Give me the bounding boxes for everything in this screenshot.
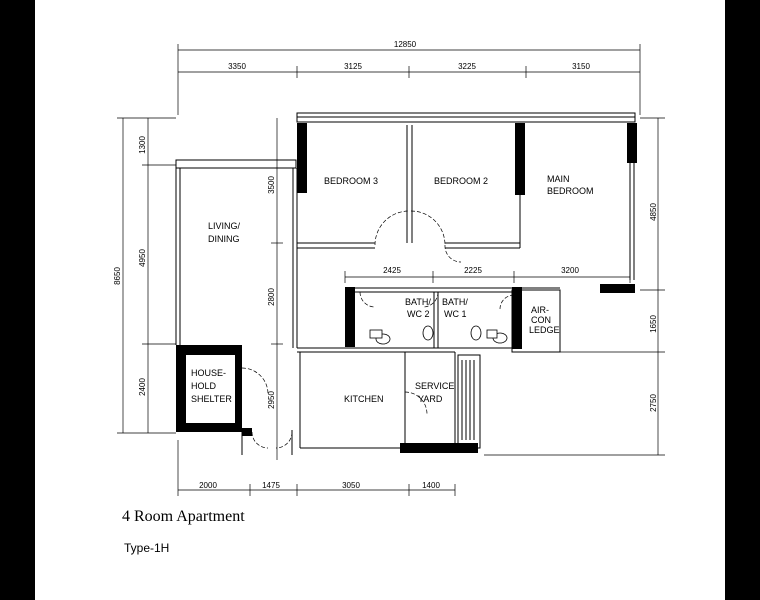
label-bath1-line1: BATH/ (442, 297, 468, 307)
dim-top-2: 3125 (344, 62, 362, 71)
dim-overall-width: 12850 (394, 40, 417, 49)
label-aircon-line1: AIR- (531, 305, 549, 315)
label-service-line2: YARD (418, 394, 443, 404)
dim-top-1: 3350 (228, 62, 246, 71)
plan-title: 4 Room Apartment (122, 508, 245, 525)
dim-left-1: 1300 (138, 136, 147, 154)
label-service-line1: SERVICE (415, 381, 454, 391)
dim-bottom-2: 1475 (262, 481, 280, 490)
dimension-labels: 12850 3350 3125 3225 3150 2425 2225 3200… (113, 40, 658, 490)
label-living-line2: DINING (208, 234, 240, 244)
plan-subtitle: Type-1H (124, 541, 170, 555)
dim-mid-3: 3200 (561, 266, 579, 275)
label-living-line1: LIVING/ (208, 221, 241, 231)
dim-bottom-4: 1400 (422, 481, 440, 490)
thin-walls (175, 112, 636, 455)
dim-right-1: 4850 (649, 203, 658, 221)
label-bath1-line2: WC 1 (444, 309, 467, 319)
label-main-bedroom-line2: BEDROOM (547, 186, 594, 196)
label-shelter-line2: HOLD (191, 381, 217, 391)
dim-inner-1: 3500 (267, 176, 276, 194)
dim-inner-2: 2800 (267, 288, 276, 306)
label-bedroom-2: BEDROOM 2 (434, 176, 488, 186)
dim-bottom-1: 2000 (199, 481, 217, 490)
dim-left-3: 2400 (138, 378, 147, 396)
floor-plan-sheet (35, 0, 725, 600)
dimension-lines (117, 44, 665, 496)
dim-inner-3: 2950 (267, 391, 276, 409)
door-swings (241, 210, 515, 449)
room-labels: BEDROOM 3 BEDROOM 2 MAIN BEDROOM LIVING/… (191, 174, 594, 404)
dim-bottom-3: 3050 (342, 481, 360, 490)
label-bedroom-3: BEDROOM 3 (324, 176, 378, 186)
label-aircon-line3: LEDGE (529, 325, 560, 335)
label-bath2-line2: WC 2 (407, 309, 430, 319)
structural-walls (176, 123, 637, 453)
label-main-bedroom-line1: MAIN (547, 174, 570, 184)
sanitary-fixtures (369, 325, 508, 345)
label-bath2-line1: BATH/ (405, 297, 431, 307)
dim-top-3: 3225 (458, 62, 476, 71)
label-shelter-line3: SHELTER (191, 394, 232, 404)
dim-mid-1: 2425 (383, 266, 401, 275)
dim-mid-2: 2225 (464, 266, 482, 275)
label-kitchen: KITCHEN (344, 394, 384, 404)
label-aircon-line2: CON (531, 315, 551, 325)
dim-left-2: 4950 (138, 249, 147, 267)
dim-left-overall: 8650 (113, 267, 122, 285)
label-shelter-line1: HOUSE- (191, 368, 226, 378)
dim-top-4: 3150 (572, 62, 590, 71)
dim-right-2: 1650 (649, 315, 658, 333)
dim-right-3: 2750 (649, 394, 658, 412)
